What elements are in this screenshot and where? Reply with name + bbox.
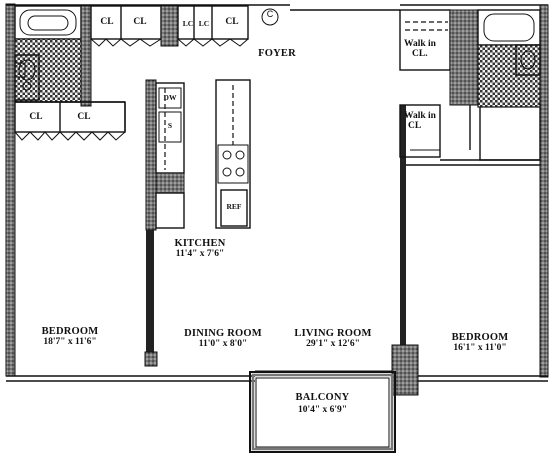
dining-room-label: DINING ROOM — [184, 328, 262, 339]
foyer-label: FOYER — [258, 48, 296, 59]
bedroom-left-label: BEDROOM — [41, 326, 99, 337]
walk-in-line2: CL — [408, 120, 422, 131]
walk-in-line1: Walk in — [404, 39, 436, 49]
right-bathroom — [399, 9, 541, 108]
washer-dryer-symbol — [261, 8, 279, 26]
balcony-label: BALCONY — [295, 392, 350, 403]
closet-label: CL — [100, 17, 114, 27]
walk-in-closet-mid-label: Walk in CL — [404, 111, 444, 132]
kitchen-label: KITCHEN — [174, 238, 226, 249]
dining-room-dimensions: 11'0" x 8'0" — [198, 339, 248, 349]
bedroom-left-dimensions: 18'7" x 11'6" — [43, 337, 97, 347]
closet-label: CL — [29, 112, 43, 122]
living-room-label: LIVING ROOM — [294, 328, 372, 339]
top-closets — [90, 5, 249, 47]
left-bathroom — [14, 5, 125, 107]
bedroom-closets-left — [14, 101, 126, 141]
bedroom-right-label: BEDROOM — [451, 332, 509, 343]
linen-closet-label: LC — [198, 19, 210, 28]
washer-dryer-label: C — [266, 9, 274, 19]
living-room-dimensions: 29'1" x 12'6" — [306, 339, 360, 349]
walk-in-line2: CL. — [412, 48, 428, 59]
balcony — [249, 371, 396, 453]
closet-label: CL — [77, 112, 91, 122]
sink-label: S — [167, 121, 173, 130]
walk-in-closet-top-label: Walk in CL. — [404, 39, 448, 60]
balcony-dimensions: 10'4" x 6'9" — [297, 405, 348, 415]
kitchen-dimensions: 11'4" x 7'6" — [175, 249, 225, 259]
refrigerator-label: REF — [226, 202, 242, 211]
walk-in-line1: Walk in — [404, 111, 436, 121]
bedroom-right-dimensions: 16'1" x 11'0" — [453, 343, 507, 353]
kitchen-counters — [145, 79, 251, 231]
linen-closet-label: LC — [182, 19, 194, 28]
closet-label: CL — [133, 17, 147, 27]
closet-label: CL — [225, 17, 239, 27]
dishwasher-label: DW — [163, 93, 177, 102]
